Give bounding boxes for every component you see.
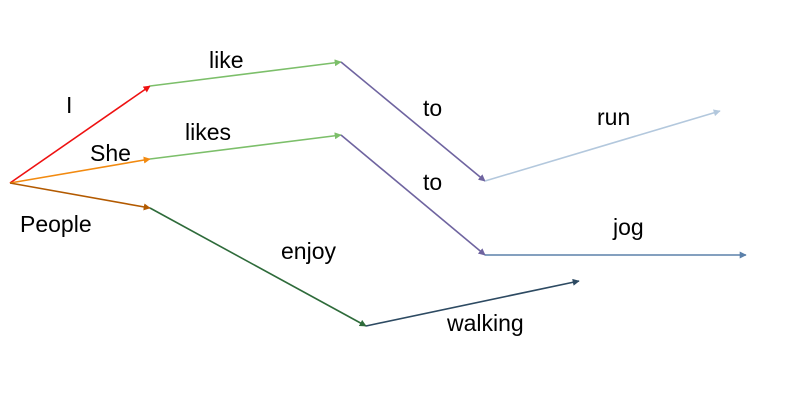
edge-people bbox=[9, 182, 151, 211]
edge-to-1 bbox=[340, 61, 486, 182]
edge-walking bbox=[365, 278, 580, 327]
label-people: People bbox=[20, 211, 92, 237]
edge-run bbox=[484, 109, 721, 182]
label-to-1: to bbox=[423, 95, 442, 121]
label-walking: walking bbox=[446, 310, 524, 336]
label-she: She bbox=[90, 140, 131, 166]
label-likes: likes bbox=[185, 119, 231, 145]
edge-likes bbox=[149, 132, 342, 160]
label-run: run bbox=[597, 104, 630, 130]
edge-she bbox=[9, 156, 151, 184]
edge-to-2 bbox=[340, 134, 486, 256]
edge-like bbox=[149, 59, 342, 87]
label-like: like bbox=[209, 47, 244, 73]
label-i: I bbox=[66, 92, 72, 118]
edge-enjoy bbox=[149, 207, 367, 327]
label-enjoy: enjoy bbox=[281, 238, 336, 264]
label-to-2: to bbox=[423, 169, 442, 195]
label-jog: jog bbox=[612, 214, 644, 240]
edge-i bbox=[9, 85, 151, 184]
